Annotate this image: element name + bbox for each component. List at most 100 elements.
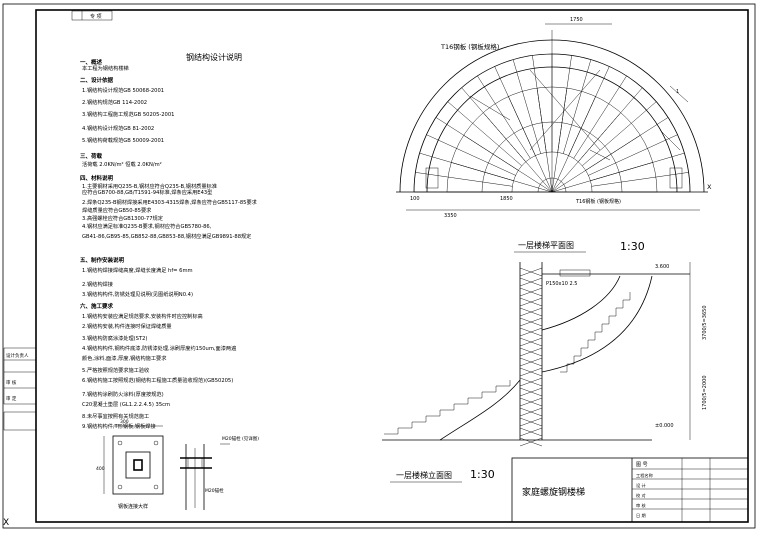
top-tag: 专 项 bbox=[71, 10, 113, 21]
elev-lattice bbox=[519, 437, 543, 447]
elev-lattice bbox=[519, 397, 543, 407]
elev-lattice bbox=[519, 387, 543, 397]
elev-lattice bbox=[519, 277, 543, 287]
elev-lattice bbox=[519, 337, 543, 347]
stair-elevation-view: 3.600 ±0.000 P150x10 2.5 3700/5=3650 170… bbox=[382, 262, 708, 447]
note-line: 1.钢结构焊接焊缝高度,焊缝长度满足 hf= 6mm bbox=[82, 266, 193, 274]
note-line: 7.钢结构涂刷防火涂料(厚度按规范) bbox=[82, 390, 164, 398]
plan-tread bbox=[582, 101, 657, 166]
plan-tread bbox=[588, 134, 678, 176]
plan-ray bbox=[451, 162, 553, 193]
stair-plan-view: 1750 3350 1850 100 T16钢板 (钢板规格) T16钢板 (钢… bbox=[396, 17, 712, 219]
note-line: C20混凝土垫层 (GL1.2.2.4.5) 35cm bbox=[82, 400, 170, 408]
note-line: 六、施工要求 bbox=[80, 302, 114, 310]
note-line: 3.高强螺栓应符合GB1300-77规定 bbox=[82, 214, 163, 222]
plan-dim-mid: 1850 bbox=[500, 196, 513, 202]
elev-lattice bbox=[519, 297, 543, 307]
elev-lattice bbox=[519, 407, 543, 417]
elev-lattice bbox=[519, 417, 543, 427]
plan-cross-b bbox=[529, 69, 601, 151]
plan-tread bbox=[415, 172, 513, 187]
elev-lattice bbox=[519, 287, 543, 297]
elev-lattice bbox=[519, 317, 543, 327]
elev-scale: 1:30 bbox=[470, 468, 495, 481]
title-block-label-4: 审 核 bbox=[636, 502, 647, 509]
plan-tread bbox=[591, 172, 689, 187]
note-line: 3.钢结构防腐涂漆处理(ST2) bbox=[82, 334, 147, 342]
elev-top-landing bbox=[559, 269, 591, 277]
elev-member-label: P150x10 2.5 bbox=[546, 281, 577, 287]
elev-lattice bbox=[519, 267, 543, 277]
elev-step bbox=[426, 410, 441, 417]
elev-step bbox=[384, 428, 399, 435]
plan-tread bbox=[477, 75, 531, 159]
title-block-drawing-name: 家庭螺旋钢楼梯 bbox=[522, 486, 585, 498]
elev-step bbox=[398, 422, 413, 429]
note-line: 2.钢结构焊接 bbox=[82, 280, 113, 288]
svg-text:400: 400 bbox=[96, 466, 105, 472]
note-line: 5.严格按照规范要求施工验收 bbox=[82, 366, 149, 374]
corner-mark: X bbox=[3, 518, 9, 528]
elev-dim-upper: 3700/5=3650 bbox=[702, 305, 708, 340]
note-line: 1.钢结构安装应满足规范要求,安装构件时应控制标高 bbox=[82, 312, 203, 320]
plan-ray bbox=[463, 135, 553, 193]
sheet-inner-border bbox=[35, 9, 749, 523]
plan-ray bbox=[551, 135, 641, 193]
left-side-bar: 设计负责人 审 核 审 定 bbox=[3, 347, 37, 431]
plan-tread bbox=[447, 101, 522, 166]
elev-step bbox=[581, 340, 589, 349]
title-block-label-5: 日 期 bbox=[636, 513, 646, 519]
elev-step bbox=[567, 356, 575, 365]
svg-text:300: 300 bbox=[120, 419, 129, 425]
elev-level-top: 3.600 bbox=[655, 264, 669, 270]
note-line: 颜色,涂料,面漆,厚度,钢结构施工要求 bbox=[82, 354, 167, 362]
note-line: 1.主要钢材采用Q235-B,钢材应符合Q235-B,钢材质量标准 bbox=[82, 182, 217, 190]
elev-lattice bbox=[519, 347, 543, 357]
plan-ray bbox=[551, 88, 568, 193]
sheet-outer-border bbox=[2, 3, 756, 529]
elev-step bbox=[454, 398, 469, 405]
plan-landing-right bbox=[669, 167, 683, 189]
left-bar-label-1: 设计负责人 bbox=[6, 352, 29, 359]
note-line: 3.钢结构工程施工规范GB 50205-2001 bbox=[82, 110, 174, 118]
left-bar-label-3: 审 定 bbox=[6, 395, 17, 402]
note-line: 2.焊条Q235-B钢材焊接采用E4303-4315焊条,焊条应符合GB5117… bbox=[82, 198, 258, 206]
notes-title: 钢结构设计说明 bbox=[186, 52, 242, 62]
detail-label-bolt-2: M20锚栓 bbox=[205, 487, 224, 494]
plan-ray bbox=[551, 96, 596, 193]
top-tag-text: 专 项 bbox=[90, 13, 102, 20]
note-line: 应符合GB700-88,GB/T1591-94标准,焊条应采用E43型 bbox=[82, 188, 212, 196]
note-line: 3.钢结构构件,防锈处理见说明(见图纸说明N0.4) bbox=[82, 290, 193, 298]
elev-stringer-high bbox=[541, 275, 621, 331]
note-line: 一、概述 bbox=[80, 58, 103, 66]
elev-lattice bbox=[519, 327, 543, 337]
note-line: 焊缝质量应符合GB50-85要求 bbox=[82, 206, 152, 214]
elev-step bbox=[602, 316, 610, 325]
elev-step bbox=[574, 348, 582, 357]
note-line: 2.钢结构规范GB 114-2002 bbox=[82, 98, 147, 106]
elev-step bbox=[609, 308, 617, 317]
elev-lattice bbox=[519, 427, 543, 437]
elev-step bbox=[468, 392, 483, 399]
plan-ray bbox=[483, 112, 553, 193]
detail-label-plate: 钢板连接大样 bbox=[118, 503, 148, 510]
note-line: 6.钢结构施工按照规范(钢结构工程施工质量验收规范)(GB50205) bbox=[82, 376, 233, 384]
plan-tread bbox=[426, 134, 516, 176]
note-line: 五、制作安装说明 bbox=[80, 256, 125, 264]
title-block-label-0: 图 号 bbox=[636, 462, 648, 468]
note-line: GB41-86,GB95-85,GB852-88,GB853-88,钢材应满足G… bbox=[82, 232, 251, 240]
title-block: 家庭螺旋钢楼梯 图 号 工程名称 设 计 校 对 审 核 日 期 bbox=[511, 457, 749, 523]
left-bar-label-2: 审 核 bbox=[6, 379, 17, 386]
note-line: 1.钢结构设计规范GB 50068-2001 bbox=[82, 86, 164, 94]
elev-step bbox=[616, 300, 624, 309]
plan-dim-edge: 100 bbox=[410, 196, 420, 202]
plan-ray bbox=[536, 88, 553, 193]
elev-dim-lower: 1700/5=2000 bbox=[702, 375, 708, 410]
plan-tread bbox=[563, 59, 592, 154]
elev-step bbox=[412, 416, 427, 423]
elev-step bbox=[623, 292, 631, 301]
plan-landing-left bbox=[425, 167, 439, 189]
title-block-label-3: 校 对 bbox=[636, 492, 646, 499]
elev-step bbox=[496, 380, 511, 387]
